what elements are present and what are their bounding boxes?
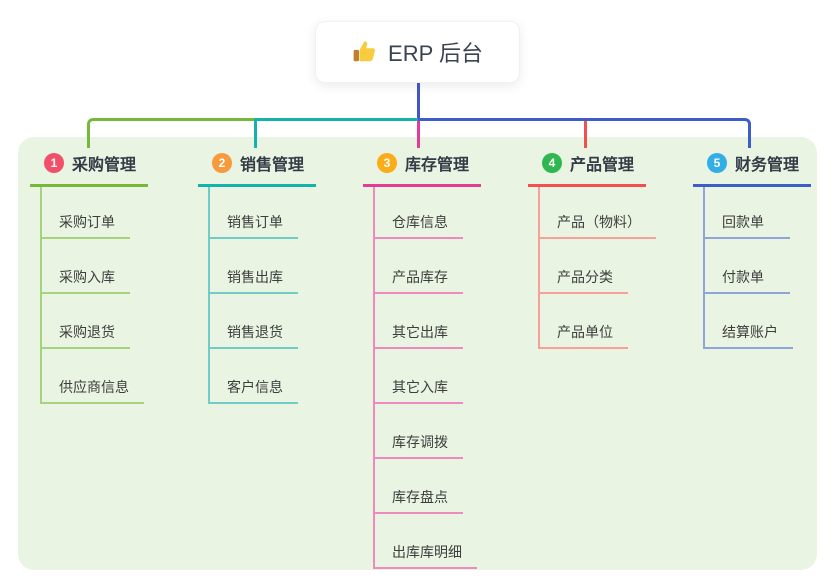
child-node[interactable]: 其它入库: [375, 349, 463, 404]
child-node[interactable]: 结算账户: [705, 294, 793, 349]
branch-inventory: 3 库存管理 仓库信息 产品库存 其它出库 其它入库 库存调拨 库存盘点 出库库…: [363, 146, 482, 569]
child-node[interactable]: 库存调拨: [375, 404, 463, 459]
branch2-connector-line: [254, 118, 418, 148]
branch-title-finance[interactable]: 5 财务管理: [693, 146, 812, 187]
branch-label: 销售管理: [240, 157, 305, 174]
branch-badge-3: 3: [377, 153, 397, 173]
canvas-panel: [18, 137, 817, 570]
root-connector-line: [417, 83, 420, 121]
child-node[interactable]: 其它出库: [375, 294, 463, 349]
branch-finance: 5 财务管理 回款单 付款单 结算账户: [693, 146, 812, 349]
branch-title-inventory[interactable]: 3 库存管理: [363, 146, 482, 187]
child-node[interactable]: 销售出库: [210, 239, 298, 294]
branch-sales: 2 销售管理 销售订单 销售出库 销售退货 客户信息: [198, 146, 317, 404]
child-node[interactable]: 供应商信息: [42, 349, 144, 404]
branch-label: 采购管理: [72, 157, 137, 174]
branch-title-product[interactable]: 4 产品管理: [528, 146, 647, 187]
child-node[interactable]: 采购入库: [42, 239, 130, 294]
branch-badge-1: 1: [44, 153, 64, 173]
branch-title-purchase[interactable]: 1 采购管理: [30, 146, 149, 187]
branch3-connector-drop: [417, 121, 420, 148]
child-node[interactable]: 采购退货: [42, 294, 130, 349]
branch-badge-4: 4: [542, 153, 562, 173]
branch-children: 采购订单 采购入库 采购退货 供应商信息: [40, 187, 144, 404]
child-node[interactable]: 销售退货: [210, 294, 298, 349]
child-node[interactable]: 付款单: [705, 239, 790, 294]
branch-label: 库存管理: [405, 157, 470, 174]
child-node[interactable]: 产品单位: [540, 294, 628, 349]
child-node[interactable]: 采购订单: [42, 187, 130, 239]
child-node[interactable]: 产品（物料）: [540, 187, 656, 239]
branch-purchase: 1 采购管理 采购订单 采购入库 采购退货 供应商信息: [30, 146, 149, 404]
child-node[interactable]: 仓库信息: [375, 187, 463, 239]
branch-badge-5: 5: [707, 153, 727, 173]
branch-children: 产品（物料） 产品分类 产品单位: [538, 187, 656, 349]
branch-label: 财务管理: [735, 157, 800, 174]
branch-children: 销售订单 销售出库 销售退货 客户信息: [208, 187, 298, 404]
branch1-connector-line: [87, 118, 254, 148]
child-node[interactable]: 销售订单: [210, 187, 298, 239]
thumbs-up-icon: [353, 41, 375, 62]
branch-title-sales[interactable]: 2 销售管理: [198, 146, 317, 187]
root-node[interactable]: ERP 后台: [315, 21, 520, 83]
branch-label: 产品管理: [570, 157, 635, 174]
child-node[interactable]: 出库库明细: [375, 514, 477, 569]
child-node[interactable]: 产品分类: [540, 239, 628, 294]
root-title: ERP 后台: [388, 41, 483, 66]
child-node[interactable]: 产品库存: [375, 239, 463, 294]
branch-badge-2: 2: [212, 153, 232, 173]
branch-children: 仓库信息 产品库存 其它出库 其它入库 库存调拨 库存盘点 出库库明细: [373, 187, 477, 569]
branch-children: 回款单 付款单 结算账户: [703, 187, 793, 349]
child-node[interactable]: 回款单: [705, 187, 790, 239]
child-node[interactable]: 库存盘点: [375, 459, 463, 514]
branch5-connector-line: [418, 118, 751, 148]
child-node[interactable]: 客户信息: [210, 349, 298, 404]
branch4-connector-drop: [584, 121, 587, 148]
branch-product: 4 产品管理 产品（物料） 产品分类 产品单位: [528, 146, 656, 349]
